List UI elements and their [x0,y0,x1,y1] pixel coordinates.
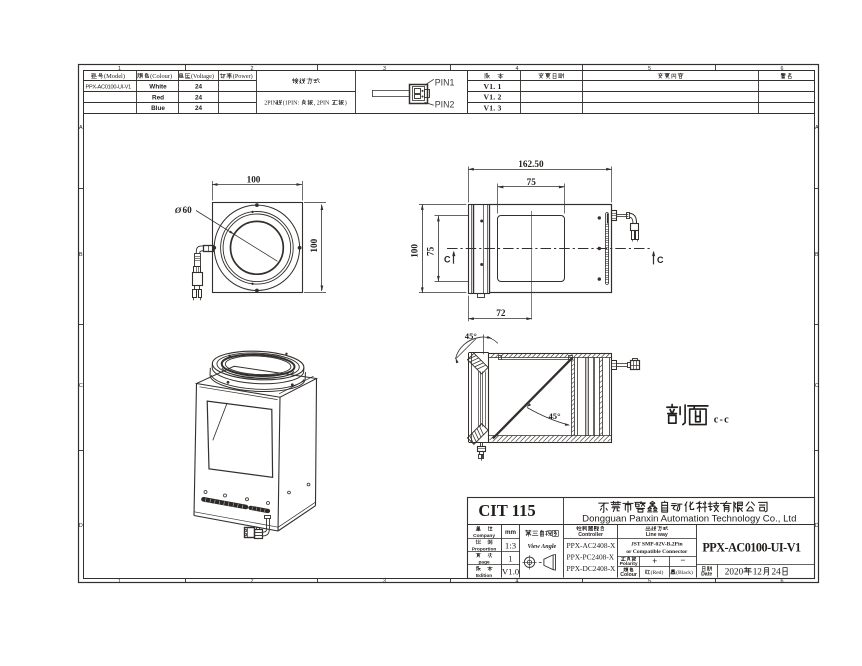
svg-text:−: − [680,555,685,565]
svg-text:12: 12 [753,567,763,577]
svg-text:1: 1 [118,579,121,585]
svg-text:(Colour): (Colour) [150,73,172,80]
svg-text:B: B [79,252,83,258]
svg-text:mm: mm [505,529,517,536]
svg-text:24: 24 [195,105,203,112]
svg-text:C: C [815,383,819,389]
svg-text:100: 100 [247,175,261,185]
svg-text:75: 75 [527,177,537,187]
svg-text:(Voltage): (Voltage) [191,73,214,80]
svg-text:PPX-AC2408-X: PPX-AC2408-X [567,541,617,550]
svg-text:2020: 2020 [725,567,744,577]
svg-text:C: C [79,383,83,389]
svg-text:2: 2 [251,66,254,72]
svg-text:D: D [79,523,83,529]
svg-text:(1PIN:: (1PIN: [283,100,300,107]
svg-text:JST SMP-02V-B,2Pin: JST SMP-02V-B,2Pin [631,541,684,547]
svg-text:White: White [149,84,167,91]
svg-text:Controller: Controller [578,532,603,538]
svg-text:(Red): (Red) [651,569,664,576]
svg-text:1: 1 [508,554,512,564]
svg-text:(Black): (Black) [676,569,693,576]
svg-text:PIN1: PIN1 [435,78,455,88]
svg-text:V1. 2: V1. 2 [483,93,501,102]
svg-text:A: A [815,125,819,131]
svg-text:V1. 3: V1. 3 [483,103,501,112]
svg-text:5: 5 [648,579,651,585]
svg-text:page: page [478,561,490,566]
svg-text:5: 5 [648,66,651,72]
svg-text:D: D [815,523,819,529]
svg-text:Polarity: Polarity [620,561,638,567]
svg-text:3: 3 [383,66,386,72]
svg-text:72: 72 [496,308,506,318]
svg-text:PIN2: PIN2 [435,99,455,109]
svg-text:PPX-PC2408-X: PPX-PC2408-X [567,553,615,562]
svg-text:4: 4 [516,579,519,585]
svg-text:75: 75 [426,246,436,256]
svg-text:Line way: Line way [646,532,668,538]
svg-text:View Angle: View Angle [527,543,556,550]
svg-text:6: 6 [781,579,784,585]
svg-text:Proportion: Proportion [472,546,497,552]
svg-text:6: 6 [781,66,784,72]
svg-text:4: 4 [516,66,519,72]
svg-text:): ) [345,100,347,107]
svg-text:24: 24 [195,94,203,101]
svg-text:24: 24 [772,567,782,577]
svg-text:2PIN: 2PIN [264,101,277,107]
svg-text:Dongguan Panxin Automation Tec: Dongguan Panxin Automation Technology Co… [582,514,796,525]
svg-text:Edition: Edition [476,573,492,579]
svg-text:Red: Red [152,94,164,101]
svg-text:1: 1 [118,66,121,72]
svg-text:B: B [815,252,819,258]
svg-text:100: 100 [410,244,420,258]
svg-text:PPX-AC0100-UI-V1: PPX-AC0100-UI-V1 [702,540,801,554]
svg-text:Blue: Blue [151,105,165,112]
svg-text:60: 60 [183,205,193,215]
svg-text:A: A [79,125,83,131]
svg-text:(Model): (Model) [104,73,125,80]
svg-text:C: C [657,255,664,265]
svg-text:1:3: 1:3 [505,540,517,550]
svg-text:Colour: Colour [620,572,637,578]
svg-text:+: + [652,556,657,566]
svg-text:, 2PIN: , 2PIN [314,101,330,107]
svg-text:162.50: 162.50 [518,159,544,169]
svg-text:2: 2 [251,579,254,585]
svg-text:V1. 1: V1. 1 [483,82,501,91]
svg-text:Date: Date [701,571,712,577]
svg-text:3: 3 [383,579,386,585]
svg-text:CIT 115: CIT 115 [478,501,535,520]
svg-text:100: 100 [309,238,319,252]
svg-text:or Compatible Connector: or Compatible Connector [626,549,688,555]
svg-text:V1.0: V1.0 [502,567,520,577]
svg-text:24: 24 [195,84,203,91]
svg-text:c-c: c-c [714,414,730,425]
svg-text:45°: 45° [548,411,561,421]
svg-text:Company: Company [473,533,495,539]
svg-text:C: C [444,254,451,264]
svg-text:PPX-DC2408-X: PPX-DC2408-X [567,564,617,573]
svg-text:Ø: Ø [174,205,182,215]
svg-text:(Power): (Power) [233,73,253,80]
svg-text:PPX-AC0100-UI-V1: PPX-AC0100-UI-V1 [86,85,132,91]
